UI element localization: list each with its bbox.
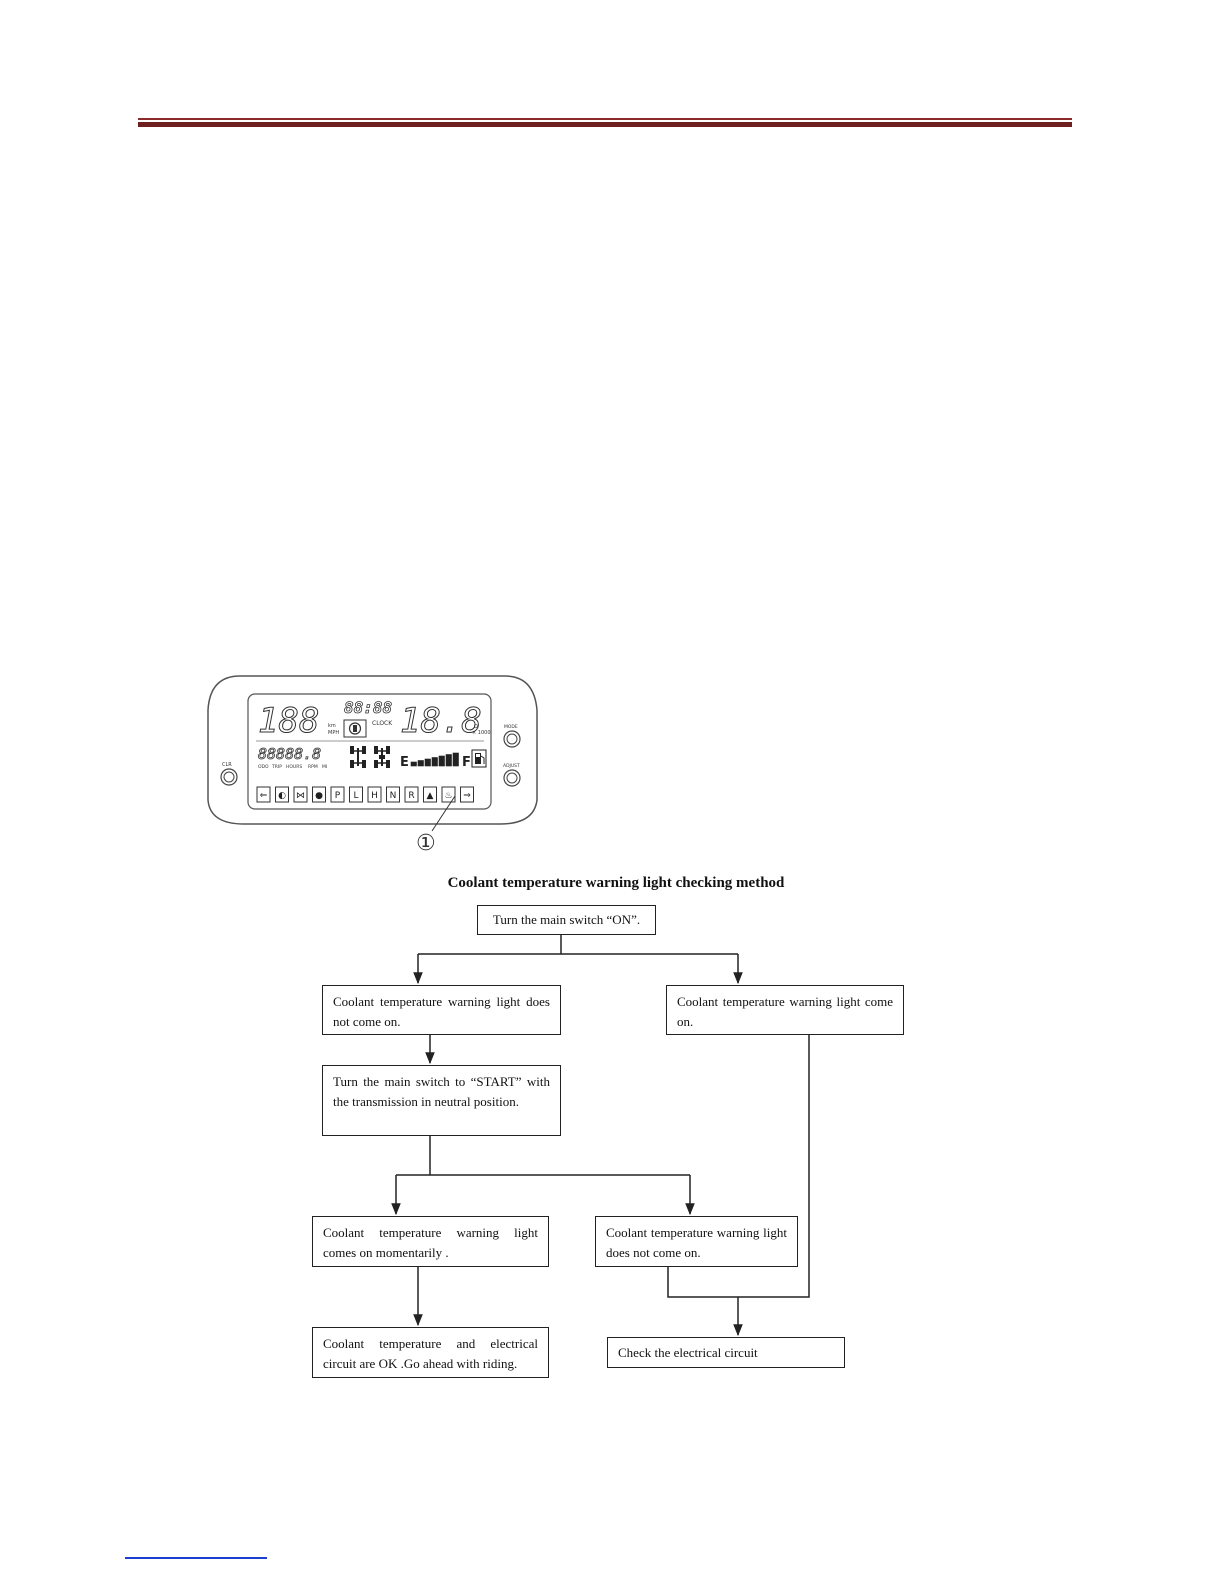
adjust-button[interactable] (503, 769, 521, 787)
fuel-full-label: F (462, 755, 471, 770)
odometer-label-mi: MI (322, 764, 327, 770)
4wd-icon (350, 746, 366, 768)
fuel-pump-icon (471, 749, 487, 768)
speed-digits: 188 (258, 701, 319, 741)
odometer-label-odo: ODO (258, 764, 269, 770)
fuel-bar (438, 755, 445, 767)
gear-h-indicator (367, 786, 382, 803)
right-turn-icon (460, 786, 474, 803)
light-on-box: Coolant temperature warning light come o… (666, 985, 904, 1035)
header-rule-thick (138, 122, 1072, 127)
gear-r-indicator-label: R (408, 791, 414, 801)
warning-triangle-icon-glyph: ▲ (427, 791, 434, 801)
header-rule (138, 118, 1072, 127)
fuel-bar (452, 752, 459, 767)
does-not-come-on-box: Coolant temperature warning light does n… (595, 1216, 798, 1267)
fuel-bar (417, 760, 424, 767)
gear-h-indicator-label: H (371, 791, 378, 801)
right-digits: 18.8 (400, 701, 482, 741)
coolant-temp-icon (441, 786, 456, 803)
fuel-bar (410, 761, 417, 767)
odometer-digits: 88888.8 (258, 745, 321, 763)
clr-button-label: CLR (222, 762, 232, 768)
fuel-bar (424, 758, 431, 767)
gear-n-indicator-label: N (390, 791, 397, 801)
gear-l-indicator-label: L (353, 791, 358, 801)
right-turn-icon-glyph: ⇒ (463, 791, 471, 801)
comes-on-momentarily-box: Coolant temperature warning light comes … (312, 1216, 549, 1267)
indicator-row: ⇐ ◐ ⋈ ● P L H N R ▲ ♨ ⇒ (256, 786, 474, 803)
callout-leader (431, 795, 456, 832)
mode-button-label: MODE (504, 724, 518, 730)
switch-to-start-box: Turn the main switch to “START” with the… (322, 1065, 561, 1136)
diff-lock-icon (374, 746, 390, 768)
odometer-label-trip: TRIP (271, 764, 282, 770)
fuel-bar (445, 754, 452, 767)
high-beam-icon (275, 786, 289, 803)
check-circuit-box: Check the electrical circuit (607, 1337, 845, 1368)
speed-unit-bottom: MPH (328, 730, 339, 736)
instrument-panel-outline (207, 675, 538, 825)
fuel-empty-label: E (400, 755, 409, 770)
left-turn-icon-glyph: ⇐ (260, 791, 268, 801)
high-beam-icon-glyph: ◐ (278, 791, 286, 801)
odometer-label-hours: HOURS (286, 764, 302, 770)
gear-p-indicator (330, 786, 345, 803)
right-unit-bottom: × 1000 (472, 730, 491, 736)
instrument-panel-figure: 188 km MPH 88:88 CLOCK 18.8 Ω × 1000 888… (207, 675, 538, 855)
adjust-button-label: ADJUST (503, 763, 520, 769)
gear-n-indicator (386, 786, 400, 803)
fuel-bar (431, 757, 438, 767)
right-unit-top: Ω (474, 724, 478, 730)
main-switch-on-box: Turn the main switch “ON”. (477, 905, 656, 935)
fuel-gauge (410, 752, 459, 767)
left-turn-icon (256, 786, 271, 803)
gear-p-indicator-label: P (335, 791, 341, 801)
callout-number: ① (416, 831, 436, 855)
oil-warning-icon-glyph: ● (315, 791, 323, 801)
lcd-screen (247, 693, 492, 810)
position-light-icon-glyph: ⋈ (296, 791, 305, 801)
oil-warning-icon (312, 786, 326, 803)
header-rule-thin (138, 118, 1072, 120)
gear-l-indicator (349, 786, 363, 803)
odometer-label-rpm: RPM (308, 764, 318, 770)
clock-label: CLOCK (372, 720, 393, 727)
circuit-ok-box: Coolant temperature and electrical circu… (312, 1327, 549, 1378)
mode-button[interactable] (503, 730, 521, 748)
light-not-on-box: Coolant temperature warning light does n… (322, 985, 561, 1035)
flowchart-title: Coolant temperature warning light checki… (447, 875, 785, 891)
footer-link-underline (125, 1557, 267, 1559)
speed-unit-top: km (328, 723, 336, 729)
warning-triangle-icon (423, 786, 437, 803)
clr-button[interactable] (220, 768, 238, 786)
clock-digits: 88:88 (344, 698, 392, 717)
seatbelt-warning-icon (343, 719, 367, 738)
gear-r-indicator (404, 786, 419, 803)
position-light-icon (293, 786, 308, 803)
coolant-temp-icon-glyph: ♨ (444, 791, 452, 801)
